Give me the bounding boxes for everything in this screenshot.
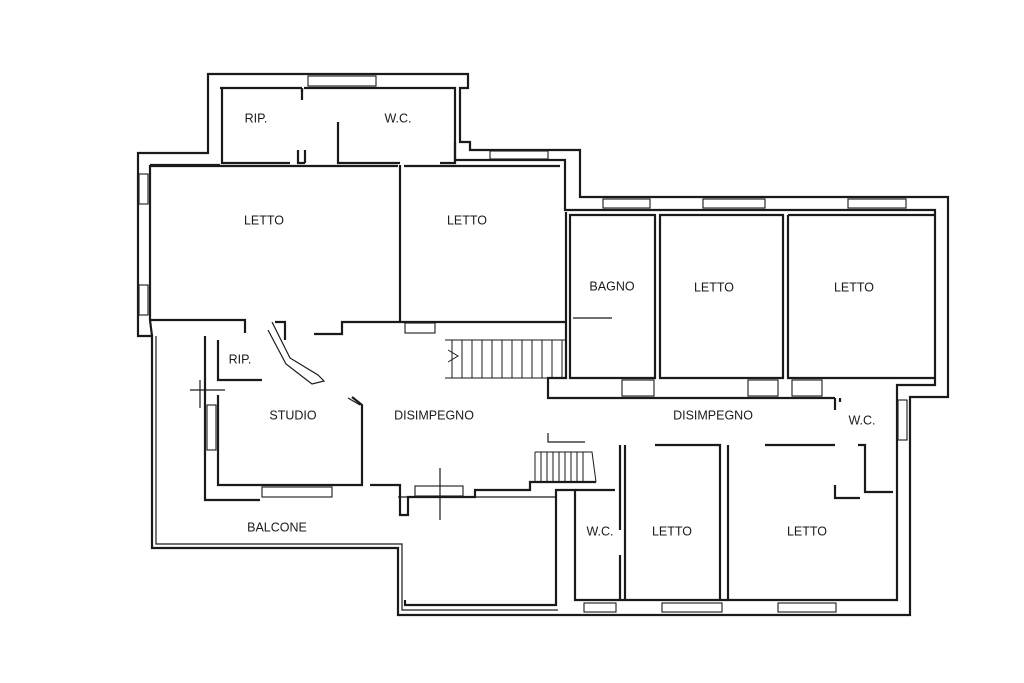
room-label-wc-top: W.C. bbox=[384, 111, 411, 125]
doors bbox=[190, 321, 441, 520]
room-label-wc-e: W.C. bbox=[848, 413, 875, 427]
room-label-letto-ne2: LETTO bbox=[834, 280, 874, 294]
room-label-letto-s2: LETTO bbox=[787, 524, 827, 538]
room-label-letto-ne1: LETTO bbox=[694, 280, 734, 294]
room-label-wc-s: W.C. bbox=[586, 524, 613, 538]
room-label-balcone: BALCONE bbox=[247, 520, 307, 534]
room-label-disimpegno-w: DISIMPEGNO bbox=[394, 408, 474, 422]
stairs-upper bbox=[445, 339, 566, 379]
room-label-letto-n: LETTO bbox=[447, 213, 487, 227]
room-label-studio: STUDIO bbox=[269, 408, 317, 422]
stairs-lower bbox=[534, 433, 597, 483]
room-label-rip-top: RIP. bbox=[245, 111, 268, 125]
room-label-letto-nw: LETTO bbox=[244, 213, 284, 227]
room-label-bagno: BAGNO bbox=[589, 279, 634, 293]
room-label-letto-s1: LETTO bbox=[652, 524, 692, 538]
windows bbox=[138, 75, 908, 613]
room-label-rip-mid: RIP. bbox=[229, 352, 252, 366]
room-label-disimpegno-e: DISIMPEGNO bbox=[673, 408, 753, 422]
